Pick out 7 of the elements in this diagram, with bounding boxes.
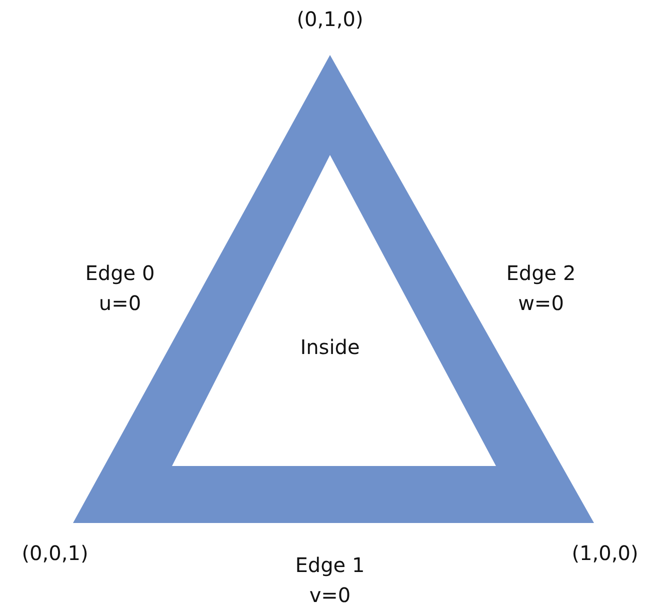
vertex-coordinate: (0,1,0): [296, 6, 364, 33]
region-label: Inside: [299, 334, 361, 361]
side-label: Edge 1 v=0: [294, 552, 366, 609]
side-label: Edge 2 w=0: [505, 260, 577, 317]
vertex-coordinate: (0,0,1): [20, 540, 90, 567]
side-label: Edge 0 u=0: [84, 260, 156, 317]
vertex-coordinate: (1,0,0): [570, 540, 640, 567]
